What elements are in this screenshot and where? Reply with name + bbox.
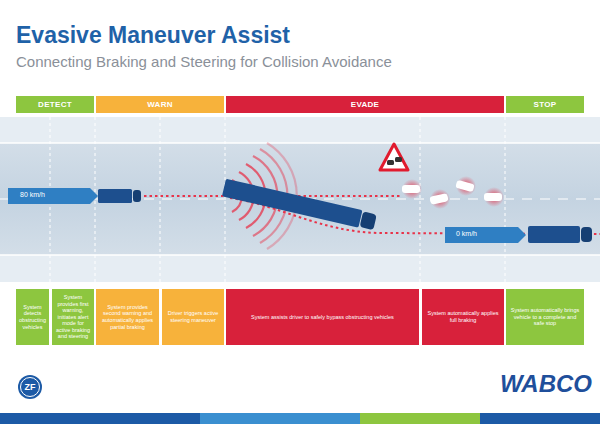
phase-name: DETECT <box>38 100 72 110</box>
speed-arrow <box>8 188 98 204</box>
scene-ground <box>0 117 600 282</box>
phase-name: EVADE <box>351 100 379 110</box>
phase-band: STOP <box>505 95 585 114</box>
step-text: Driver triggers active steering maneuver <box>165 310 221 323</box>
speed-label: 0 km/h <box>456 230 477 238</box>
phase-band: DETECT <box>15 95 95 114</box>
step-box: System automatically brings vehicle to a… <box>505 288 585 346</box>
truck-evading <box>222 179 377 231</box>
step-text: System provides second warning and autom… <box>99 304 156 330</box>
step-box: System assists driver to safely bypass o… <box>225 288 420 346</box>
road-edge <box>0 254 600 256</box>
warning-sign <box>380 144 408 170</box>
phase-band: WARN <box>95 95 225 114</box>
step-text: System provides first warning, initiates… <box>55 294 91 340</box>
speed-label: 80 km/h <box>20 191 45 199</box>
logo-text: WABCO <box>500 370 592 399</box>
obstructing-cars <box>402 176 504 209</box>
truck-stopped <box>528 226 592 243</box>
step-box: System provides first warning, initiates… <box>51 288 95 346</box>
phase-dividers <box>50 117 505 282</box>
step-box: System detects obstructing vehicles <box>15 288 50 346</box>
step-box: Driver triggers active steering maneuver <box>161 288 225 346</box>
step-box: System automatically applies full brakin… <box>421 288 505 346</box>
step-text: System assists driver to safely bypass o… <box>251 314 394 321</box>
phase-band: EVADE <box>225 95 505 114</box>
logo-text: ZF <box>25 382 36 393</box>
phase-name: WARN <box>147 100 173 110</box>
road <box>0 143 600 255</box>
step-box: System provides second warning and autom… <box>95 288 160 346</box>
speed-arrow <box>445 227 526 243</box>
truck <box>98 189 141 203</box>
step-text: System automatically applies full brakin… <box>425 310 501 323</box>
step-text: System automatically brings vehicle to a… <box>509 307 581 327</box>
zf-logo <box>21 378 40 397</box>
footer-stripes <box>0 413 600 424</box>
subtitle: Connecting Braking and Steering for Coll… <box>16 53 392 70</box>
step-text: System detects obstructing vehicles <box>19 304 46 330</box>
zf-logo <box>18 375 42 399</box>
title: Evasive Maneuver Assist <box>16 22 290 49</box>
phase-name: STOP <box>534 100 557 110</box>
road-edge <box>0 142 600 144</box>
